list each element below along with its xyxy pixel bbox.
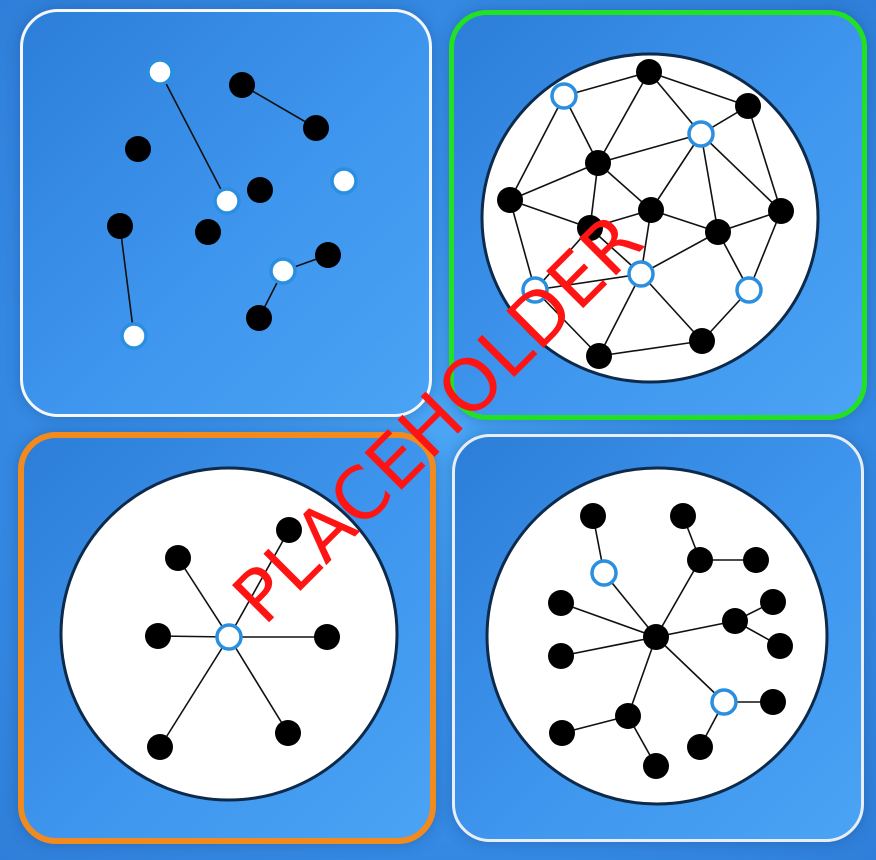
panel-mesh-graph-edge [747, 105, 782, 212]
graph-node-icon [107, 213, 133, 239]
panel-star-graph-edge [228, 636, 289, 734]
graph-node-icon [147, 734, 173, 760]
graph-node-icon [330, 167, 358, 195]
panel-mesh-graph-edge [509, 199, 536, 291]
graph-node-icon [521, 276, 549, 304]
panel-mesh-graph-edge [650, 133, 702, 211]
panel-tree-graph-edge [655, 559, 701, 638]
graph-node-icon [246, 305, 272, 331]
panel-tree-graph-edge [655, 620, 736, 638]
graph-node-icon [687, 734, 713, 760]
graph-node-icon [229, 72, 255, 98]
panel-mesh-graph-edge [509, 199, 591, 229]
graph-node-icon [689, 328, 715, 354]
panel-scattered-graph-edge [159, 71, 228, 202]
graph-node-icon [627, 260, 655, 288]
graph-node-icon [768, 198, 794, 224]
graph-node-icon [497, 187, 523, 213]
graph-node-icon [590, 559, 618, 587]
graph-node-icon [710, 688, 738, 716]
panel-mesh-graph-edge [598, 273, 642, 357]
panel-mesh-graph-edge [700, 133, 782, 212]
graph-node-icon [145, 623, 171, 649]
graph-node-icon [615, 703, 641, 729]
graph-node-icon [548, 590, 574, 616]
panel-mesh-graph-edge [597, 133, 702, 164]
graph-node-icon [767, 633, 793, 659]
graph-node-icon [705, 219, 731, 245]
panel-tree-graph-edge [560, 602, 657, 638]
panel-star-graph-edge [159, 636, 230, 748]
graph-node-icon [687, 547, 713, 573]
graph-node-icon [549, 720, 575, 746]
graph-node-icon [315, 242, 341, 268]
graph-node-icon [215, 623, 243, 651]
panel-mesh-graph-edge [640, 231, 719, 275]
graph-node-icon [125, 136, 151, 162]
panel-mesh-graph-edge [563, 71, 650, 97]
graph-node-icon [580, 503, 606, 529]
panel-tree-graph-edge [560, 636, 657, 657]
graph-node-icon [269, 257, 297, 285]
graph-node-icon [638, 197, 664, 223]
graph-node-icon [548, 643, 574, 669]
graph-node-icon [275, 720, 301, 746]
graph-node-icon [760, 589, 786, 615]
panel-mesh-graph-edge [648, 71, 749, 107]
graph-node-icon [550, 82, 578, 110]
panel-mesh-graph-edge [598, 340, 703, 357]
graph-node-icon [276, 517, 302, 543]
panel-mesh-graph-edge [597, 71, 650, 164]
graph-node-icon [213, 187, 241, 215]
graph-node-icon [247, 177, 273, 203]
graph-node-icon [670, 503, 696, 529]
graph-node-icon [585, 150, 611, 176]
graph-node-icon [743, 547, 769, 573]
graph-node-icon [643, 753, 669, 779]
panel-mesh-graph-edge [534, 273, 642, 291]
graph-node-icon [636, 59, 662, 85]
panel-mesh-graph-edge [700, 133, 719, 233]
panel-mesh-graph-edge [534, 289, 600, 357]
graph-node-icon [643, 624, 669, 650]
graph-node-icon [735, 276, 763, 304]
panel-scattered-graph-edge [119, 225, 135, 337]
graph-node-icon [146, 58, 174, 86]
graph-node-icon [120, 322, 148, 350]
graph-node-icon [195, 219, 221, 245]
panel-tree-graph-edge [655, 636, 725, 703]
panel-tree-graph-edge [627, 636, 657, 717]
graph-node-icon [314, 624, 340, 650]
graph-node-icon [722, 608, 748, 634]
panel-scattered-graph-edge [241, 84, 317, 129]
panel-mesh-graph-edge [509, 162, 599, 201]
graph-node-icon [760, 689, 786, 715]
panel-mesh-graph-edge [640, 273, 703, 342]
panel-mesh-graph-edge [748, 210, 782, 291]
graph-node-icon [165, 545, 191, 571]
panel-star-graph-edge [177, 557, 230, 638]
panel-mesh-graph-edge [534, 227, 591, 291]
graph-node-icon [577, 215, 603, 241]
graph-node-icon [687, 120, 715, 148]
graph-node-icon [586, 343, 612, 369]
panel-star-graph-edge [228, 529, 290, 638]
panel-mesh-graph-edge [509, 95, 565, 201]
graph-node-icon [303, 115, 329, 141]
graph-node-icon [735, 93, 761, 119]
